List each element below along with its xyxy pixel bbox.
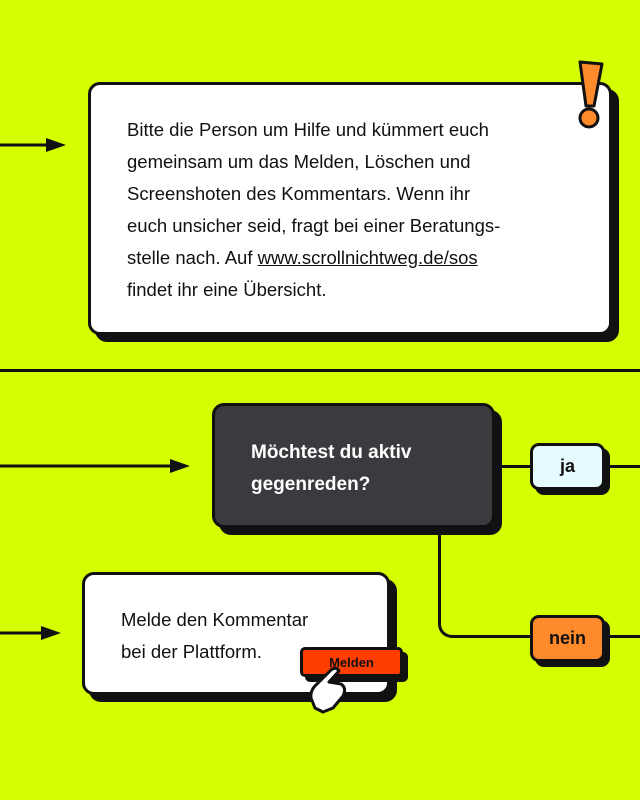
divider xyxy=(0,369,640,372)
sos-link[interactable]: www.scrollnichtweg.de/sos xyxy=(257,247,478,268)
exclamation-icon xyxy=(578,60,604,129)
connector xyxy=(438,528,533,638)
question-line: Möchtest du aktiv xyxy=(251,442,412,463)
report-line: bei der Plattform. xyxy=(121,641,262,662)
no-option[interactable]: nein xyxy=(530,615,605,662)
question-text: Möchtest du aktiv gegenreden? xyxy=(251,437,411,501)
info-line: euch unsicher seid, fragt bei einer Bera… xyxy=(127,215,501,236)
arrow-right-icon xyxy=(0,459,190,473)
arrow-right-icon xyxy=(0,626,61,640)
melden-button[interactable]: Melden xyxy=(300,647,403,677)
info-text: Bitte die Person um Hilfe und kümmert eu… xyxy=(127,114,500,306)
report-line: Melde den Kommentar xyxy=(121,609,309,630)
connector xyxy=(605,635,640,638)
connector xyxy=(605,465,640,468)
hand-pointer-icon xyxy=(309,666,347,714)
info-line: Screenshoten des Kommentars. Wenn ihr xyxy=(127,183,471,204)
yes-option[interactable]: ja xyxy=(530,443,605,490)
info-line: Bitte die Person um Hilfe und kümmert eu… xyxy=(127,119,489,140)
question-box xyxy=(212,403,495,528)
connector xyxy=(495,465,535,468)
report-text: Melde den Kommentar bei der Plattform. xyxy=(121,604,308,668)
question-line: gegenreden? xyxy=(251,474,371,495)
info-line: findet ihr eine Übersicht. xyxy=(127,279,327,300)
info-box xyxy=(88,82,612,335)
arrow-right-icon xyxy=(0,138,66,152)
info-line: stelle nach. Auf xyxy=(127,247,258,268)
info-line: gemeinsam um das Melden, Löschen und xyxy=(127,151,471,172)
